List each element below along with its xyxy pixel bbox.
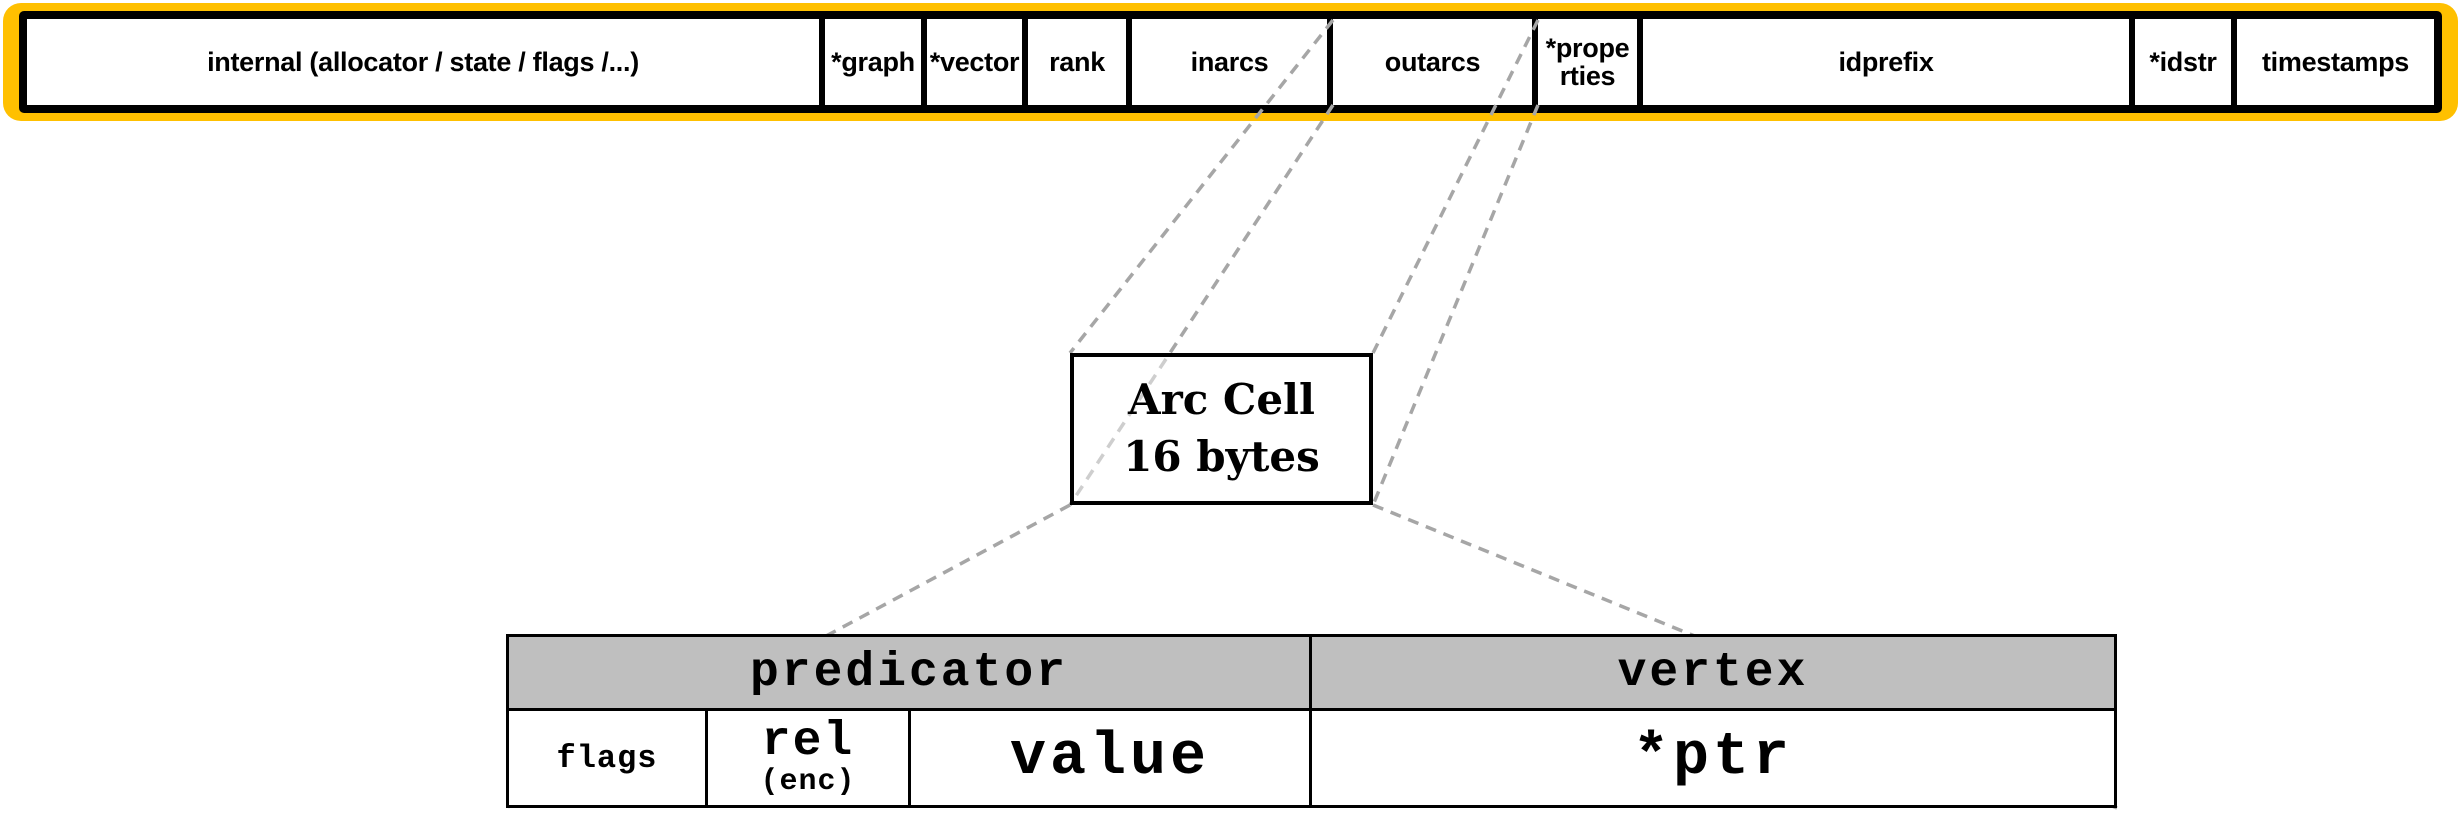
memory-layout-bar: internal (allocator / state / flags /...… [3,3,2458,121]
connector-outarcs-bottomright-to-box [1371,104,1540,506]
field-flags: flags [509,711,708,805]
table-field-row: flags rel (enc) value *ptr [509,711,2114,805]
bar-cell-outarcs: outarcs [1333,19,1538,105]
field-rel-label: rel [761,714,855,769]
bar-cell-rank: rank [1028,19,1132,105]
field-value: value [911,711,1312,805]
header-vertex: vertex [1617,645,1809,700]
arc-cell-field-table: predicator vertex flags rel (enc) value … [506,634,2117,808]
bar-cell-graph: *graph [825,19,927,105]
bar-cell-vector: *vector [927,19,1028,105]
arc-cell-title: Arc Cell [1128,375,1315,425]
bar-cell-idstr: *idstr [2135,19,2237,105]
bar-cell-inarcs: inarcs [1132,19,1333,105]
bar-cell-timestamps: timestamps [2261,46,2410,77]
bar-cell-properties: *prope rties [1538,19,1643,105]
arc-cell-subtitle: 16 bytes [1123,432,1320,481]
field-ptr: *ptr [1632,724,1794,792]
field-rel-sublabel: (enc) [760,764,856,799]
header-predicator: predicator [509,637,1312,708]
arc-cell-box: Arc Cell 16 bytes [1070,353,1373,505]
bar-cell-internal: internal (allocator / state / flags /...… [27,19,825,105]
field-rel: rel (enc) [708,711,911,805]
bar-cell-idprefix: idprefix [1643,19,2135,105]
table-header-row: predicator vertex [509,637,2114,711]
memory-layout-bar-cells: internal (allocator / state / flags /...… [19,11,2442,113]
